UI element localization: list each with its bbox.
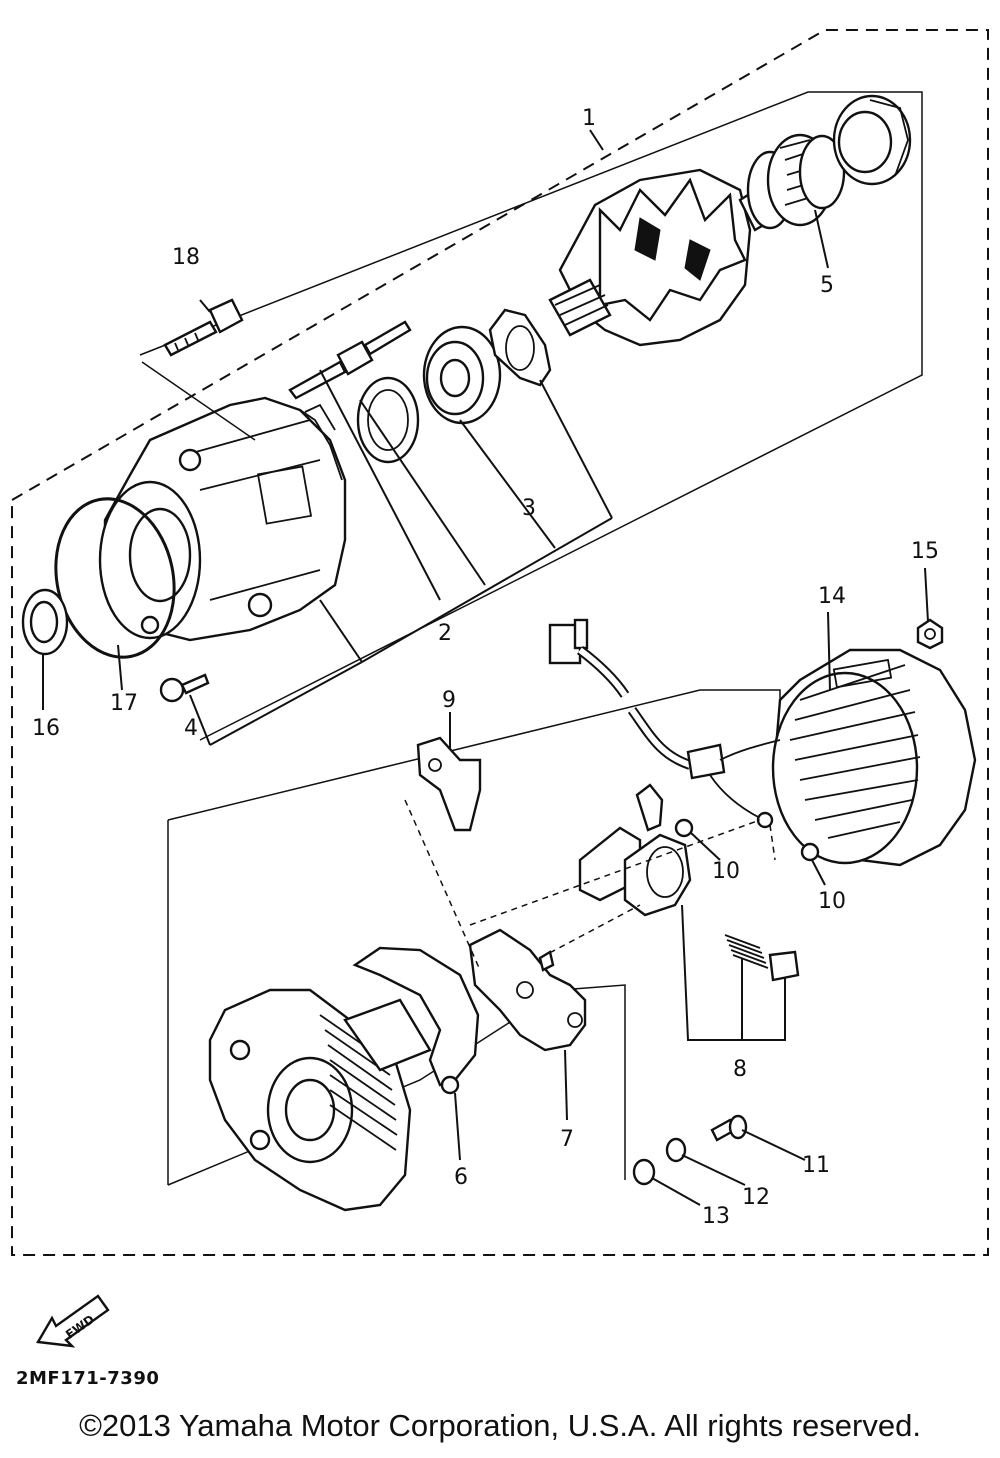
bearing-plate bbox=[488, 308, 552, 387]
copyright-notice: ©2013 Yamaha Motor Corporation, U.S.A. A… bbox=[79, 1408, 921, 1443]
callout-17: 17 bbox=[110, 691, 138, 716]
callout-14: 14 bbox=[818, 584, 846, 609]
callout-3: 3 bbox=[522, 496, 536, 521]
callout-10a: 10 bbox=[712, 859, 740, 884]
rotor bbox=[548, 133, 846, 347]
rotor-cap bbox=[832, 94, 912, 186]
regulator-board bbox=[468, 928, 587, 1052]
leader-lines bbox=[42, 129, 929, 1206]
callout-8: 8 bbox=[733, 1057, 747, 1082]
washer-12 bbox=[665, 1137, 687, 1163]
callout-15: 15 bbox=[911, 539, 939, 564]
callout-18: 18 bbox=[172, 245, 200, 270]
rear-cover bbox=[771, 648, 977, 867]
assembly-boundary bbox=[11, 29, 989, 1256]
diagram-code: 2MF171-7390 bbox=[16, 1368, 160, 1389]
callout-9: 9 bbox=[442, 688, 456, 713]
nut-15 bbox=[916, 618, 944, 650]
stud-bolt bbox=[288, 320, 412, 400]
callout-16: 16 bbox=[32, 716, 60, 741]
callout-5: 5 bbox=[820, 273, 834, 298]
callout-6: 6 bbox=[454, 1165, 468, 1190]
o-ring bbox=[54, 497, 176, 659]
callout-11: 11 bbox=[802, 1153, 830, 1178]
screw-10b bbox=[800, 842, 820, 862]
terminal-bracket bbox=[635, 783, 694, 838]
clip-9 bbox=[416, 736, 482, 832]
fwd-arrow-icon: FWD bbox=[36, 1294, 110, 1348]
bearing bbox=[422, 325, 502, 425]
callout-10b: 10 bbox=[818, 889, 846, 914]
callout-4: 4 bbox=[184, 716, 198, 741]
brush-holder bbox=[578, 826, 692, 917]
callout-numbers: 1 2 3 4 5 6 7 8 9 10 10 11 12 13 14 15 1… bbox=[32, 106, 939, 1229]
washer-13 bbox=[632, 1158, 656, 1186]
front-housing bbox=[98, 396, 347, 642]
brush-spring bbox=[724, 934, 800, 982]
bolt-18 bbox=[163, 298, 244, 357]
bolt-4 bbox=[159, 673, 210, 703]
rectifier bbox=[352, 946, 480, 1095]
callout-7: 7 bbox=[560, 1127, 574, 1152]
rotor-group-outline bbox=[139, 91, 923, 741]
screw-11 bbox=[710, 1114, 748, 1142]
callout-2: 2 bbox=[438, 621, 452, 646]
callout-1: 1 bbox=[582, 106, 596, 131]
oil-seal bbox=[21, 588, 69, 656]
callout-13: 13 bbox=[702, 1204, 730, 1229]
wire-harness bbox=[548, 618, 781, 829]
rear-housing bbox=[208, 988, 432, 1212]
callout-12: 12 bbox=[742, 1185, 770, 1210]
